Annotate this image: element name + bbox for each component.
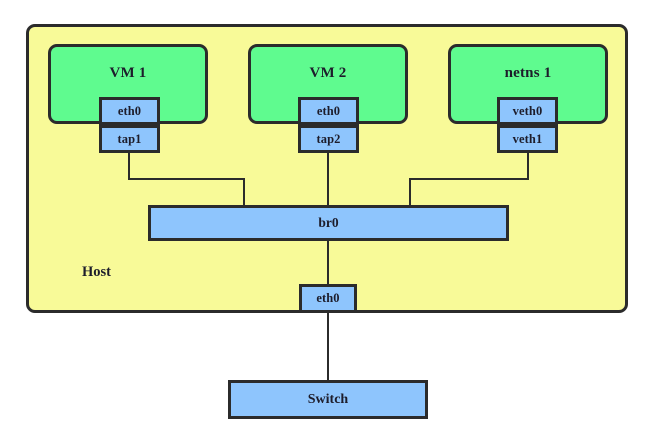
interface-vm-2-tap2-label: tap2 [316, 131, 341, 146]
bridge-br0-label: br0 [318, 215, 339, 230]
wire-veth1-to-bridge [409, 178, 411, 207]
wire-uplink-to-switch [327, 311, 329, 382]
interface-vm-2-eth0: eth0 [298, 97, 359, 125]
interface-vm-1-tap1-label: tap1 [117, 131, 142, 146]
interface-vm-2-tap2: tap2 [298, 125, 359, 153]
guest-vm-2: VM 2 [248, 44, 408, 124]
wire-veth1-down [527, 151, 529, 180]
interface-netns-1-veth0: veth0 [497, 97, 558, 125]
wire-veth1-across [409, 178, 529, 180]
interface-netns-1-veth0-label: veth0 [512, 103, 543, 118]
external-switch: Switch [228, 380, 428, 419]
interface-host-eth0-label: eth0 [316, 291, 340, 305]
guest-vm-2-label: VM 2 [309, 65, 347, 81]
interface-vm-1-tap1: tap1 [99, 125, 160, 153]
external-switch-label: Switch [307, 391, 349, 407]
guest-vm-1-label: VM 1 [109, 65, 147, 81]
wire-tap2-to-bridge [327, 151, 329, 207]
wire-tap1-across [128, 178, 245, 180]
wire-tap1-down [128, 151, 130, 180]
interface-vm-1-eth0: eth0 [99, 97, 160, 125]
guest-netns-1-label: netns 1 [504, 65, 552, 81]
bridge-br0: br0 [148, 205, 509, 241]
interface-vm-1-eth0-label: eth0 [117, 103, 142, 118]
interface-host-eth0: eth0 [299, 284, 357, 313]
interface-netns-1-veth1-label: veth1 [512, 131, 543, 146]
interface-vm-2-eth0-label: eth0 [316, 103, 341, 118]
wire-bridge-to-uplink [327, 239, 329, 286]
wire-tap1-to-bridge [243, 178, 245, 207]
host-label: Host [82, 264, 111, 280]
interface-netns-1-veth1: veth1 [497, 125, 558, 153]
